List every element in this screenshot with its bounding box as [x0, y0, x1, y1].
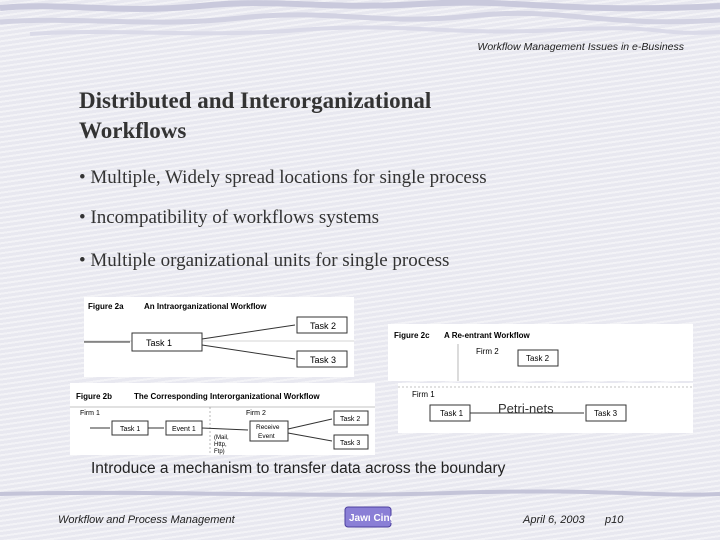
fig2c-firm1: Firm 1 [412, 390, 435, 399]
bullet-2: • Incompatibility of workflows systems [79, 207, 380, 228]
title-line-1: Distributed and Interorganizational [79, 88, 432, 113]
fig2b-receive: Receive [256, 424, 280, 431]
fig2a-task1: Task 1 [146, 338, 172, 348]
figure-2a-diagram: Figure 2a An Intraorganizational Workflo… [84, 302, 354, 368]
fig2b-mail-3: Ftp) [214, 449, 225, 455]
fig2b-mail-1: (Mail, [214, 435, 229, 441]
fig2b-task2: Task 2 [340, 416, 360, 423]
fig2a-task3: Task 3 [310, 355, 336, 365]
fig2b-title: The Corresponding Interorganizational Wo… [134, 392, 320, 401]
fig2b-task3-box [333, 434, 369, 450]
fig2b-firm1: Firm 1 [80, 410, 100, 417]
fig2c-task2-box [517, 349, 559, 367]
fig2b-arrow-e [287, 432, 333, 442]
fig2c-firm2: Firm 2 [476, 347, 499, 356]
fig2b-firm2: Firm 2 [246, 410, 266, 417]
fig2b-arrow-c [201, 427, 249, 431]
fig2b-task2-box [333, 410, 369, 426]
title-line-2: Workflows [79, 118, 187, 143]
footer-course-title: Workflow and Process Management [58, 514, 235, 526]
top-swoosh-decoration [0, 0, 720, 36]
footer-page-number: p10 [605, 514, 624, 526]
caption-text: Introduce a mechanism to transfer data a… [91, 460, 506, 477]
fig2c-task2: Task 2 [526, 354, 550, 363]
figure-2c-diagram: Figure 2c A Re-entrant Workflow Firm 2 T… [394, 331, 559, 381]
fig2a-label: Figure 2a [88, 302, 124, 311]
fig2a-task3-box [296, 350, 348, 368]
bottom-decoration-line [0, 489, 720, 497]
fig2b-task1: Task 1 [120, 426, 140, 433]
figure-2c: Figure 2c A Re-entrant Workflow Firm 2 T… [388, 324, 693, 381]
fig2c-label: Figure 2c [394, 331, 430, 340]
figure-2b-diagram: Figure 2b The Corresponding Interorganiz… [70, 392, 375, 455]
fig2b-arrow-d [287, 418, 333, 430]
figure-2b: Figure 2b The Corresponding Interorganiz… [70, 383, 375, 455]
figure-2a: Figure 2a An Intraorganizational Workflo… [84, 297, 354, 377]
bullet-3: • Multiple organizational units for sing… [79, 250, 450, 271]
fig2a-task2: Task 2 [310, 321, 336, 331]
slide-title: Distributed and Interorganizational Work… [79, 86, 599, 146]
footer-date: April 6, 2003 [523, 514, 585, 526]
figure-2c-lower: Firm 1 Task 1 Task 3 [398, 383, 693, 433]
fig2c-task3-box [585, 404, 627, 422]
fig2a-arrow-2 [201, 344, 296, 360]
fig2c-task3: Task 3 [594, 409, 618, 418]
fig2b-label: Figure 2b [76, 392, 112, 401]
figure-2c-lower-diagram: Firm 1 Task 1 Task 3 [398, 386, 693, 422]
bullet-1: • Multiple, Widely spread locations for … [79, 167, 487, 188]
footer-logo-text: Jawı Cing [349, 513, 392, 524]
fig2a-title: An Intraorganizational Workflow [144, 302, 267, 311]
fig2c-title: A Re-entrant Workflow [444, 331, 531, 340]
fig2c-task1: Task 1 [440, 409, 464, 418]
fig2b-mail-2: Http, [214, 442, 227, 448]
fig2a-task1-box [131, 332, 203, 352]
fig2b-receive-box [249, 420, 289, 442]
fig2a-arrow-1 [201, 324, 296, 340]
fig2b-event1: Event 1 [172, 426, 196, 433]
header-subtitle: Workflow Management Issues in e-Business [477, 41, 684, 53]
fig2a-task2-box [296, 316, 348, 334]
footer-logo-icon: Jawı Cing [344, 506, 392, 528]
fig2b-task3: Task 3 [340, 440, 360, 447]
petri-nets-label: Petri-nets [498, 401, 554, 416]
fig2b-event: Event [258, 433, 275, 440]
